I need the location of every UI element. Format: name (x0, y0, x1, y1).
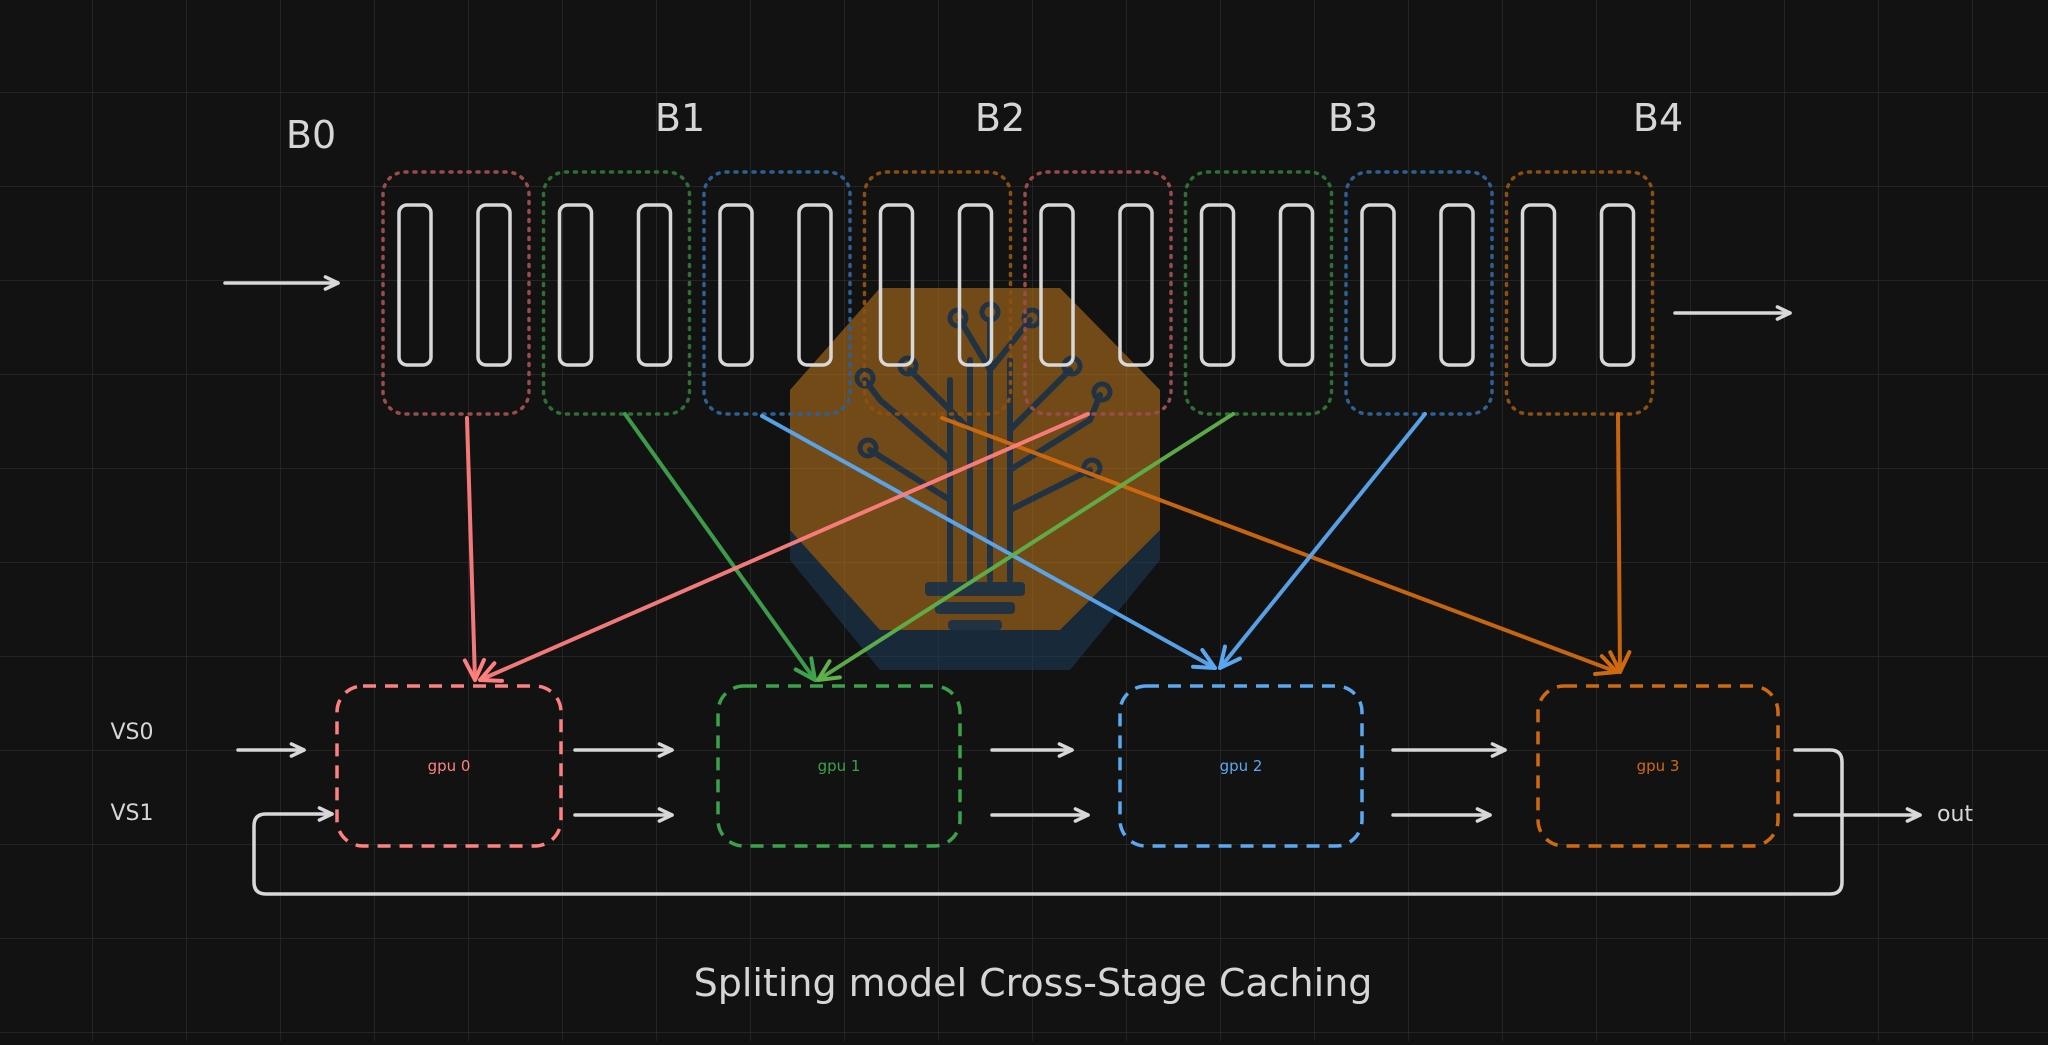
layer-block-5 (1183, 170, 1334, 416)
diagram-caption: Spliting model Cross-Stage Caching (694, 961, 1373, 1005)
stage-label-b3: B3 (1328, 96, 1378, 140)
gpu-box-outline (1536, 684, 1780, 848)
stage-label-b4: B4 (1633, 96, 1683, 140)
layer-bar-1 (797, 203, 833, 367)
block-outline (1344, 170, 1494, 416)
loopback-arrow (252, 748, 1844, 896)
gpu-box-1: gpu 1 (716, 684, 962, 848)
block-outline (862, 170, 1013, 416)
assignment-arrow-block-5-to-gpu-1 (816, 412, 1235, 682)
vs0-input-arrow (236, 742, 306, 758)
block-outline (1504, 170, 1655, 416)
gpu-label-1: gpu 1 (818, 757, 861, 775)
output-arrow-top (1673, 305, 1792, 321)
layer-bar-1 (1278, 203, 1315, 367)
gpu-box-outline (716, 684, 962, 848)
layer-block-0 (381, 170, 531, 416)
layer-block-4 (1023, 170, 1173, 416)
block-outline (1183, 170, 1334, 416)
vs0-arrow-gpu2-gpu3 (1391, 742, 1507, 758)
output-arrow (1793, 807, 1922, 823)
stage-label-b2: B2 (975, 96, 1025, 140)
layer-bar-0 (397, 203, 433, 367)
layer-bar-0 (878, 203, 915, 367)
block-outline (541, 170, 692, 416)
layer-bar-0 (718, 203, 754, 367)
block-outline (702, 170, 852, 416)
assignment-arrow-block-6-to-gpu-2 (1218, 412, 1427, 670)
pipeline-flow-arrows (223, 275, 1922, 896)
input-arrow (223, 275, 340, 291)
assignment-arrow-block-0-to-gpu-0 (462, 416, 486, 682)
vs1-arrow-gpu1-gpu2 (990, 807, 1090, 823)
row-label-vs0: VS0 (110, 720, 153, 745)
layer-bar-0 (557, 203, 594, 367)
layer-bar-0 (1039, 203, 1075, 367)
gpu-box-outline (1118, 684, 1364, 848)
layer-bar-1 (1439, 203, 1475, 367)
layer-block-2 (702, 170, 852, 416)
vs1-arrow-gpu2-gpu3 (1391, 807, 1492, 823)
block-outline (381, 170, 531, 416)
gpu-label-0: gpu 0 (428, 757, 471, 775)
layer-block-7 (1504, 170, 1655, 416)
assignment-arrow-block-7-to-gpu-3 (1608, 412, 1632, 674)
gpu-label-3: gpu 3 (1637, 757, 1680, 775)
assignment-arrow-block-2-to-gpu-2 (760, 414, 1217, 670)
gpu-box-0: gpu 0 (335, 684, 563, 848)
gpu-box-3: gpu 3 (1536, 684, 1780, 848)
assignment-arrow-block-4-to-gpu-0 (478, 412, 1090, 683)
stage-label-b0: B0 (286, 113, 336, 157)
vs0-arrow-gpu1-gpu2 (990, 742, 1074, 758)
row-label-vs1: VS1 (110, 801, 153, 826)
assignment-arrow-block-1-to-gpu-1 (623, 412, 817, 682)
block-outline (1023, 170, 1173, 416)
layer-bar-1 (476, 203, 512, 367)
layer-bar-0 (1360, 203, 1396, 367)
vs0-arrow-gpu0-gpu1 (573, 742, 674, 758)
layer-bar-0 (1199, 203, 1236, 367)
gpu-box-2: gpu 2 (1118, 684, 1364, 848)
layer-block-1 (541, 170, 692, 416)
stage-label-b1: B1 (655, 96, 705, 140)
layer-bar-1 (1118, 203, 1154, 367)
layer-bar-1 (1599, 203, 1636, 367)
layer-block-6 (1344, 170, 1494, 416)
layer-block-3 (862, 170, 1013, 416)
circuit-tree-logo-icon (790, 288, 1160, 670)
layer-bar-1 (957, 203, 994, 367)
layer-bar-1 (636, 203, 673, 367)
gpu-box-outline (335, 684, 563, 848)
assignment-arrow-block-3-to-gpu-3 (940, 416, 1619, 676)
vs1-arrow-gpu0-gpu1 (573, 807, 674, 823)
gpu-label-2: gpu 2 (1220, 757, 1263, 775)
layer-bar-0 (1520, 203, 1557, 367)
output-label: out (1937, 802, 1973, 827)
